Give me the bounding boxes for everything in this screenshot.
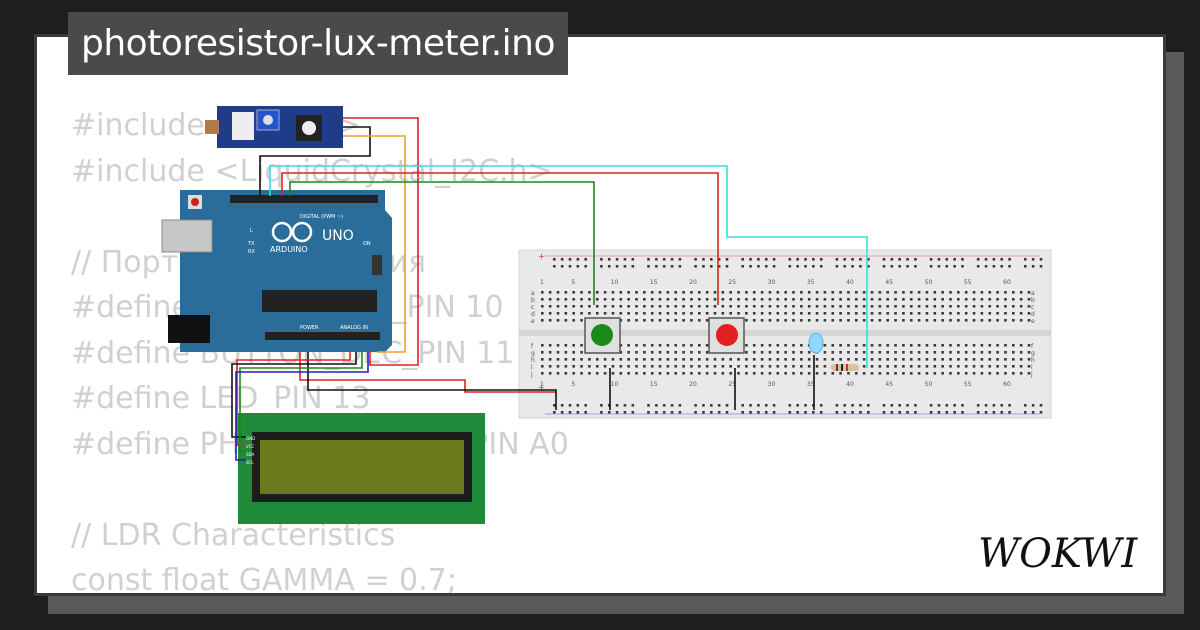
digital-header-label: DIGITAL (PWM ~) [300, 214, 343, 220]
breadboard-column-number: 50 [925, 381, 933, 388]
breadboard-column-number: 25 [728, 381, 736, 388]
breadboard-row-letter: f [1031, 343, 1034, 350]
breadboard-row-letter: e [1031, 318, 1035, 325]
code-line: const float GAMMA = 0.7; [71, 563, 457, 596]
on-led-label: ON [363, 241, 371, 247]
board-maker: ARDUINO [270, 245, 308, 254]
led-indicator[interactable] [808, 332, 824, 354]
breadboard-column-number: 5 [571, 381, 575, 388]
breadboard-row-letter: a [531, 290, 535, 297]
svg-text:+: + [538, 252, 545, 261]
brand-text: WOKWI [978, 531, 1138, 577]
breadboard-column-number: 55 [964, 381, 972, 388]
board-name: UNO [322, 228, 354, 244]
breadboard-column-number: 25 [728, 279, 736, 286]
breadboard-column-number: 15 [650, 381, 658, 388]
breadboard-row-letter: c [1031, 304, 1034, 311]
lcd-pin-scl: SCL [246, 460, 254, 465]
breadboard-row-letter: b [531, 297, 535, 304]
button-decrement[interactable] [708, 317, 745, 354]
svg-text:+: + [538, 383, 545, 392]
breadboard-column-number: 15 [650, 279, 658, 286]
breadboard-column-number: 55 [964, 279, 972, 286]
lcd-display[interactable]: GND VCC SDA SCL [238, 413, 485, 524]
wires [231, 117, 868, 461]
breadboard-row-letter: j [1030, 371, 1033, 378]
breadboard-column-number: 45 [885, 279, 893, 286]
breadboard-column-number: 20 [689, 279, 697, 286]
breadboard-row-letter: g [531, 350, 535, 357]
breadboard-column-number: 40 [846, 381, 854, 388]
breadboard-row-letter: h [531, 357, 535, 364]
breadboard-row-letter: d [1031, 311, 1035, 318]
breadboard-column-number: 45 [885, 381, 893, 388]
breadboard-column-number: 20 [689, 381, 697, 388]
breadboard-row-letter: h [1031, 357, 1035, 364]
title-badge: photoresistor-lux-meter.ino [68, 12, 569, 75]
breadboard-row-letter: i [1031, 364, 1033, 371]
breadboard-row-letter: j [530, 371, 533, 378]
breadboard-row-letter: a [1031, 290, 1035, 297]
breadboard-row-letter: g [1031, 350, 1035, 357]
resistor[interactable] [831, 364, 859, 371]
breadboard-column-number: 10 [611, 279, 619, 286]
breadboard-column-number: 1 [540, 279, 544, 286]
project-title: photoresistor-lux-meter.ino [81, 23, 556, 64]
breadboard-column-number: 30 [768, 381, 776, 388]
breadboard-column-number: 35 [807, 381, 815, 388]
lcd-pin-gnd: GND [246, 436, 255, 441]
button-increment[interactable] [584, 317, 621, 354]
breadboard-row-letter: c [531, 304, 534, 311]
rx-led-label: RX [248, 249, 255, 255]
code-line: #define LED_PIN 13 [71, 381, 371, 416]
lcd-pin-sda: SDA [246, 452, 255, 457]
breadboard-row-letter: d [531, 311, 535, 318]
breadboard-column-number: 35 [807, 279, 815, 286]
analog-header-label: ANALOG IN [340, 325, 368, 331]
wokwi-logo: WOKWI [978, 531, 1138, 577]
breadboard-column-number: 40 [846, 279, 854, 286]
breadboard-column-number: 50 [925, 279, 933, 286]
l-led-label: L [250, 228, 253, 234]
breadboard-column-number: 1 [540, 381, 544, 388]
breadboard-row-letter: e [531, 318, 535, 325]
breadboard-column-number: 30 [768, 279, 776, 286]
arduino-uno-board[interactable]: UNO ARDUINO DIGITAL (PWM ~) POWER ANALOG… [161, 190, 392, 352]
tx-led-label: TX [247, 241, 255, 247]
breadboard-column-number: 10 [611, 381, 619, 388]
photoresistor-module[interactable] [205, 106, 343, 148]
breadboard-row-letter: i [531, 364, 533, 371]
breadboard-row-letter: b [1031, 297, 1035, 304]
breadboard-column-number: 5 [571, 279, 575, 286]
breadboard-column-number: 60 [1003, 279, 1011, 286]
breadboard-row-letter: f [531, 343, 534, 350]
power-header-label: POWER [300, 325, 319, 331]
lcd-pin-vcc: VCC [246, 444, 255, 449]
breadboard-column-number: 60 [1003, 381, 1011, 388]
